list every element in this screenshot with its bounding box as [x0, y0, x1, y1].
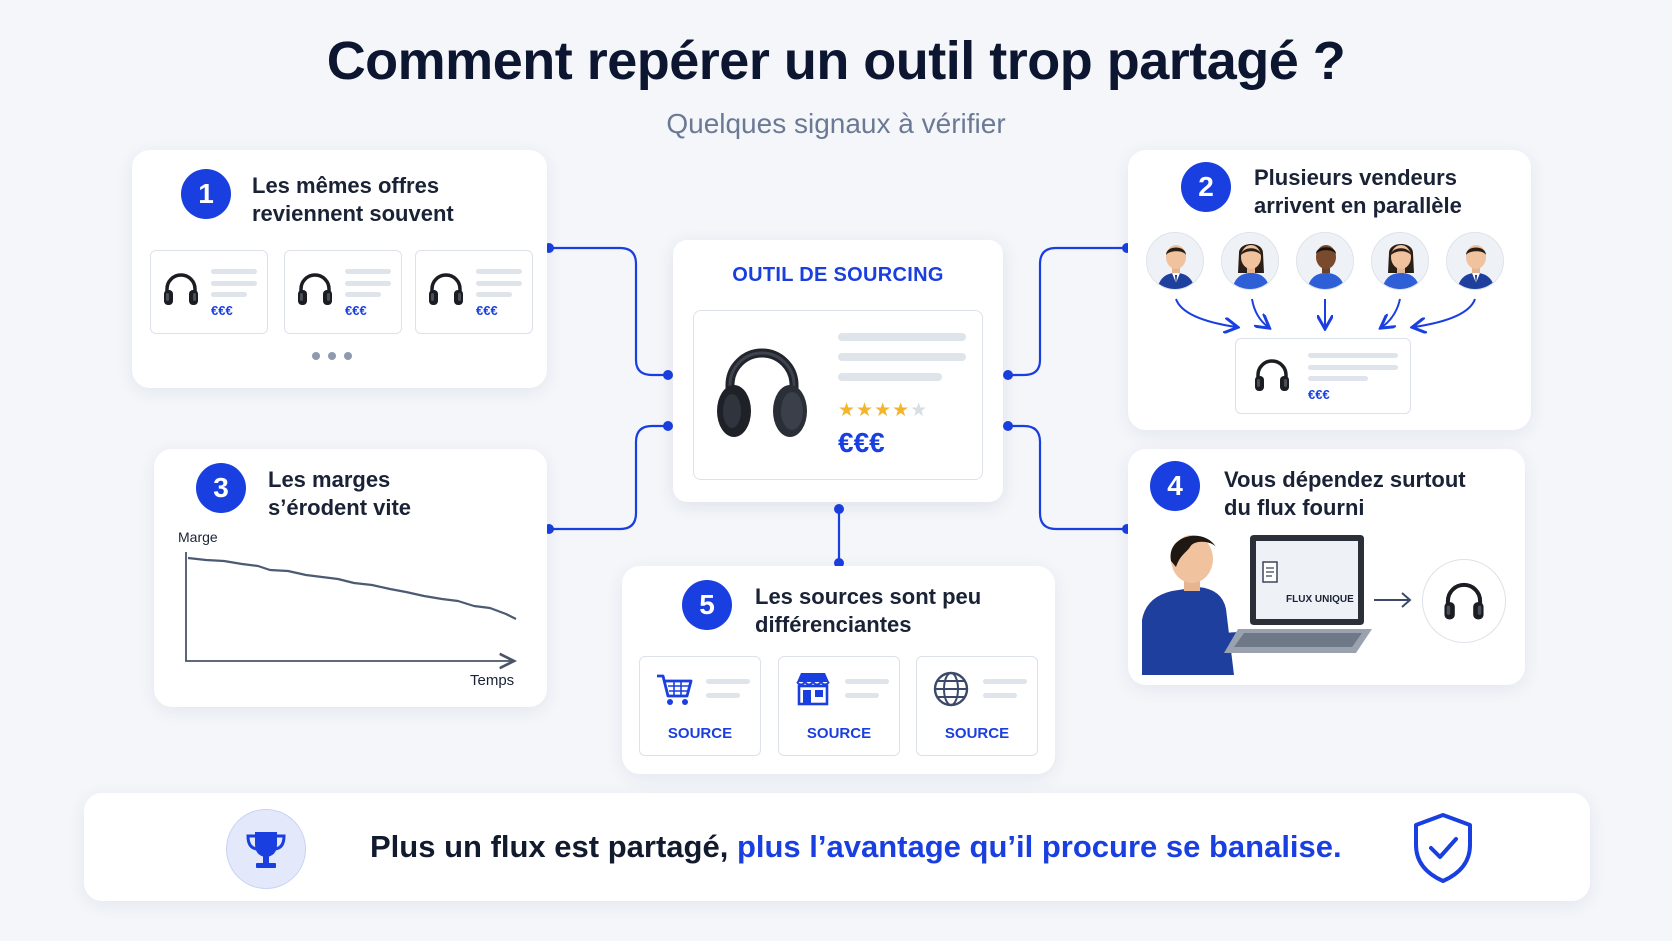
source-tile-web: SOURCE: [916, 656, 1038, 756]
step-number-1: 1: [181, 169, 231, 219]
sourcing-tool-title: OUTIL DE SOURCING: [732, 264, 944, 286]
signal-card-2: 2 Plusieurs vendeurs arrivent en parallè…: [1128, 150, 1531, 430]
signal-card-3: 3 Les marges s’érodent vite Marge Temps: [154, 449, 547, 707]
signal-3-title: Les marges s’érodent vite: [268, 467, 412, 520]
signal-card-1: 1 Les mêmes offres reviennent souvent €€…: [132, 150, 547, 388]
more-dots: [312, 352, 352, 360]
trophy-badge: [226, 809, 306, 889]
signal-card-5: 5 Les sources sont peu différenciantes S…: [622, 566, 1055, 774]
headphones-icon: [161, 269, 201, 309]
source-label: SOURCE: [667, 725, 733, 742]
product-preview: ★★★★★ €€€: [693, 310, 983, 480]
globe-icon: [933, 671, 969, 707]
sourcing-tool-card: OUTIL DE SOURCING ★★★★★ €€€: [673, 240, 1003, 502]
source-tile-cart: SOURCE: [639, 656, 761, 756]
offer-tile: €€€: [150, 250, 268, 334]
headphones-icon: [295, 269, 335, 309]
page-subtitle: Quelques signaux à vérifier: [666, 108, 1006, 139]
shared-offer-tile: €€€: [1235, 338, 1411, 414]
offer-tile: €€€: [415, 250, 533, 334]
signal-card-4: 4 Vous dépendez surtout du flux fourni F…: [1128, 449, 1525, 685]
rating-stars: ★★★★★: [838, 400, 929, 421]
arrow-right-icon: [1374, 592, 1412, 608]
source-label: SOURCE: [944, 725, 1010, 742]
converging-arrows: [1175, 298, 1476, 355]
headphones-icon: [426, 269, 466, 309]
signal-4-title: Vous dépendez surtout du flux fourni: [1224, 467, 1466, 520]
price-label: €€€: [345, 303, 367, 318]
signal-2-title: Plusieurs vendeurs arrivent en parallèle: [1254, 165, 1462, 218]
step-number-4: 4: [1150, 461, 1200, 511]
price-label: €€€: [476, 303, 498, 318]
headphones-icon: [1252, 355, 1292, 395]
x-axis-label: Temps: [470, 672, 515, 689]
seller-avatar: [1221, 232, 1279, 290]
shield-check-icon: [1414, 813, 1472, 883]
conclusion-text: Plus un flux est partagé, plus l’avantag…: [370, 829, 1342, 864]
person-at-laptop-illustration: [1142, 535, 1372, 675]
signal-1-title: Les mêmes offres reviennent souvent: [252, 173, 454, 226]
headphones-icon: [1441, 578, 1487, 624]
y-axis-label: Marge: [178, 529, 218, 545]
seller-avatar: [1146, 232, 1204, 290]
price-label: €€€: [1308, 387, 1330, 402]
page-title: Comment repérer un outil trop partagé ?: [326, 31, 1346, 91]
step-number-3: 3: [196, 463, 246, 513]
source-label: SOURCE: [806, 725, 872, 742]
margin-decline-chart: [185, 552, 547, 704]
signal-5-title: Les sources sont peu différenciantes: [755, 584, 982, 637]
seller-avatar: [1371, 232, 1429, 290]
cart-icon: [657, 674, 693, 705]
step-number-5: 5: [682, 580, 732, 630]
conclusion-banner: Plus un flux est partagé, plus l’avantag…: [84, 793, 1590, 901]
seller-avatar: [1296, 232, 1354, 290]
seller-avatar: [1446, 232, 1504, 290]
price-label: €€€: [211, 303, 233, 318]
trophy-icon: [246, 832, 286, 868]
step-number-2: 2: [1181, 162, 1231, 212]
store-icon: [796, 673, 830, 706]
offer-tile: €€€: [284, 250, 402, 334]
screen-label: FLUX UNIQUE: [1286, 594, 1354, 605]
headphones-icon: [717, 348, 807, 437]
source-tile-store: SOURCE: [778, 656, 900, 756]
product-price: €€€: [838, 427, 885, 458]
output-headphones: [1422, 559, 1506, 643]
